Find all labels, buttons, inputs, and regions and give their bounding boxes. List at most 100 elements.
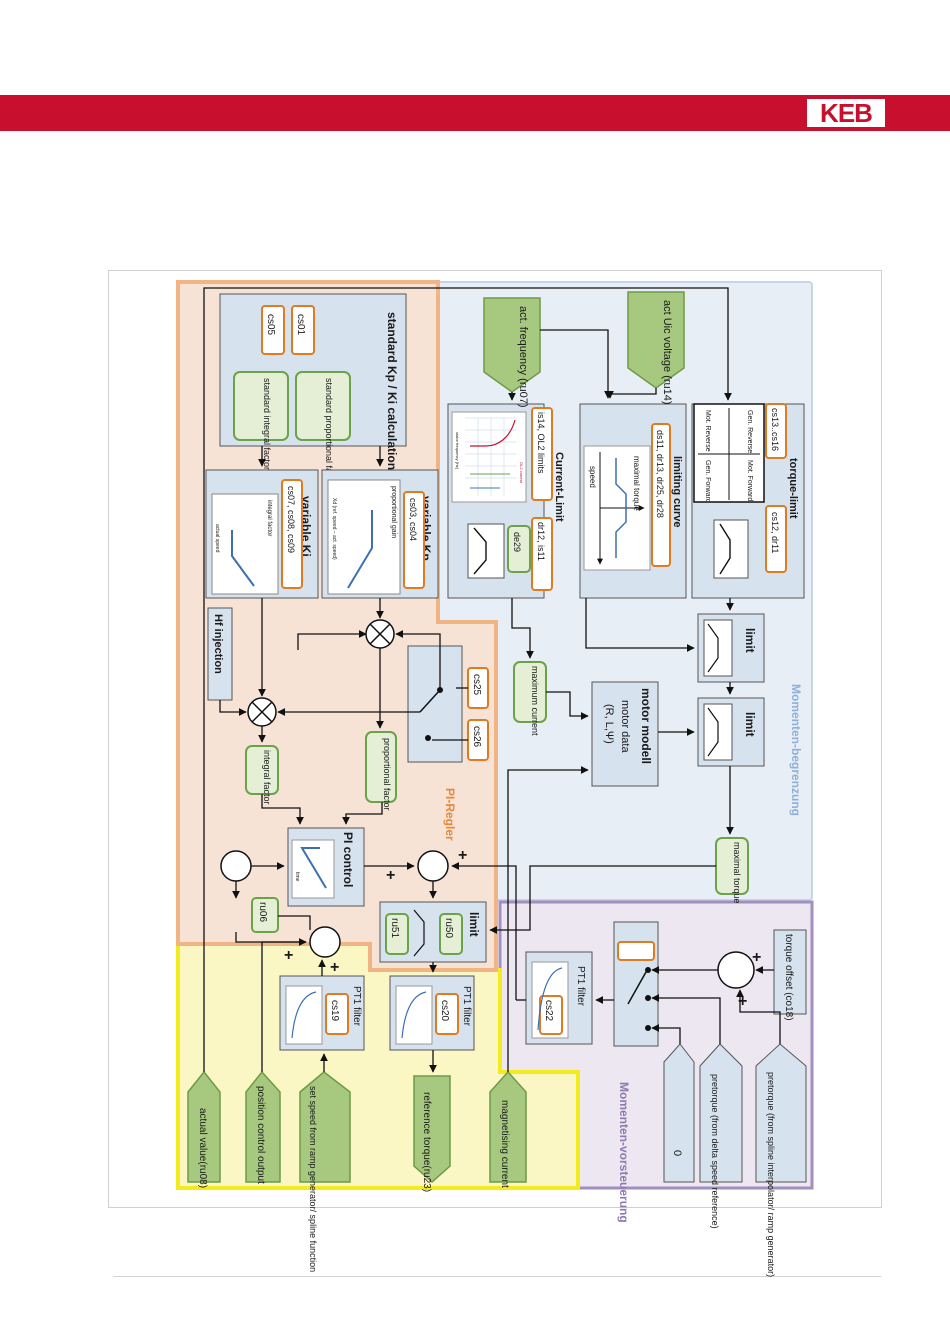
motor-model-line2: (R, L,Ψ) — [603, 704, 615, 744]
torque-limit-limiter-shape — [719, 523, 731, 575]
limiting-curve-graph-y: maximal torque — [632, 456, 641, 511]
pt1-left-curve — [291, 991, 317, 1039]
pi-control-graph — [291, 839, 335, 899]
label-momenten-begrenzung: Momenten-begrenzung — [789, 684, 803, 816]
sum-offset — [717, 951, 755, 989]
pt1-right-title: PT1 filter — [461, 986, 472, 1027]
ru51-label: ru51 — [389, 918, 400, 938]
quadrant-mot-forward: Mot. Forward — [746, 460, 753, 501]
connection-lines — [203, 287, 781, 1073]
ru06-label: ru06 — [257, 902, 268, 922]
variable-kp-curve — [347, 510, 373, 589]
standard-kpki-title: standard Kp / Ki calculation — [385, 312, 399, 470]
cs22-label: cs22 — [543, 1000, 554, 1022]
torque-limit-params-a-box — [765, 403, 787, 459]
limit-pi-shape — [413, 909, 425, 957]
limiting-curve-graph-x: speed — [588, 466, 597, 488]
limit-2-title: limit — [743, 712, 757, 737]
current-limit-params-a: is14, OL2 limits — [536, 412, 546, 474]
current-limit-param-c: de29 — [512, 532, 522, 552]
ru50-box — [439, 913, 463, 955]
param-cs01-box — [291, 305, 315, 355]
footer-divider — [113, 1276, 881, 1277]
sign-plus-2: + — [386, 867, 395, 884]
pt1-right-curve — [401, 991, 427, 1039]
logo-text: KEB — [820, 98, 873, 128]
ol-graph-legend: OL2 current — [519, 462, 524, 484]
limiting-curve-curve — [615, 458, 627, 558]
sign-plus-4: + — [330, 959, 339, 976]
pretorque-delta-label: pretorque (from delta speed reference) — [710, 1074, 720, 1229]
sign-plus-3: + — [284, 947, 293, 964]
variable-kp-graph-title: proportional gain — [390, 486, 397, 538]
ru50-label: ru50 — [443, 918, 454, 938]
torque-offset-label: torque offset (co18) — [783, 934, 794, 1021]
pt1-feed-title: PT1 filter — [575, 966, 586, 1007]
set-speed-tag — [299, 1071, 351, 1183]
cs19-box — [325, 993, 349, 1035]
actual-value-label: actual value(ru08) — [197, 1108, 208, 1188]
pretorque-spline-label: pretorque (from spline interpolator/ ram… — [766, 1072, 776, 1277]
torque-limit-params-a: cs13..cs16 — [770, 408, 780, 451]
integral-factor-label: integral factor — [262, 750, 272, 805]
label-momenten-vorsteuerung: Momenten-vorsteuerung — [617, 1082, 631, 1223]
act-uic-label: act Uic voltage (ru14) — [661, 300, 673, 405]
standard-integral-label: standard integral factor — [262, 378, 272, 470]
pi-control-title: PI control — [341, 832, 355, 887]
actual-value-tag — [187, 1070, 221, 1183]
pretorque-delta-tag — [699, 1043, 743, 1183]
variable-kp-params: cs03, cs04 — [408, 498, 418, 541]
selector-node-2 — [645, 995, 651, 1001]
region-pi-regler — [176, 280, 498, 972]
pi-control-curve — [300, 847, 327, 889]
quadrant-gen-reverse: Gen. Reverse — [746, 410, 753, 453]
set-speed-label: set speed from ramp generator/ spline fu… — [308, 1086, 318, 1272]
switch-node-b — [425, 735, 431, 741]
cs20-label: cs20 — [439, 1000, 450, 1022]
label-pi-regler: PI-Regler — [443, 788, 457, 841]
limiting-curve-title: limiting curve — [671, 456, 683, 528]
variable-ki-params-box — [281, 479, 303, 589]
position-control-tag — [245, 1070, 281, 1183]
zero-label: 0 — [671, 1150, 683, 1156]
act-frequency-label: act. frequency (ru07) — [517, 306, 529, 408]
variable-ki-graph-title: integral factor — [266, 500, 272, 536]
keb-logo: KEB — [806, 98, 886, 128]
sum-speed — [309, 926, 341, 958]
limit-pi-title: limit — [467, 912, 481, 937]
magnetising-current-tag — [489, 1070, 527, 1183]
quadrant-mot-reverse: Mot. Reverse — [704, 410, 711, 452]
sign-plus-1: + — [458, 847, 467, 864]
reference-torque-tag — [413, 1075, 451, 1184]
current-limit-params-b: dr12, is11 — [536, 522, 546, 561]
proportional-factor-box — [365, 731, 397, 803]
header-band — [0, 95, 950, 131]
current-limit-params-b-box — [531, 517, 553, 591]
ol-graph-curve — [470, 419, 516, 447]
param-cs05-box — [261, 305, 285, 355]
limit-1-title: limit — [743, 628, 757, 653]
sign-plus-5: + — [752, 949, 761, 966]
variable-kp-graph-xlabel: Xd (ref. speed – act. speed) — [331, 498, 337, 560]
variable-ki-params: cs07, cs08, cs09 — [286, 486, 296, 553]
ol-graph — [451, 411, 527, 503]
current-limit-param-c-box — [507, 525, 531, 573]
motor-model-line1: motor data — [619, 700, 631, 753]
limiting-curve-params: ds11, dr13, dr25, dr28 — [655, 430, 665, 518]
cs19-label: cs19 — [329, 1000, 340, 1022]
current-limit-title: Current-Limit — [553, 452, 565, 522]
ol-graph-grid — [465, 417, 516, 496]
maximal-torque-label: maximal torque — [732, 842, 742, 904]
motor-model-block — [591, 681, 659, 787]
sum-right — [417, 850, 449, 882]
hf-injection-label: Hf injection — [212, 614, 224, 674]
cs26-label: cs26 — [471, 726, 482, 748]
variable-ki-curve — [231, 530, 255, 587]
torque-offset-box — [773, 929, 807, 1015]
pretorque-spline-tag — [755, 1043, 807, 1183]
act-frequency-tag — [483, 297, 541, 393]
reference-torque-label: reference torque(ru23) — [421, 1092, 432, 1192]
pt1-right-graph — [395, 985, 433, 1045]
selector-block — [613, 921, 659, 1047]
